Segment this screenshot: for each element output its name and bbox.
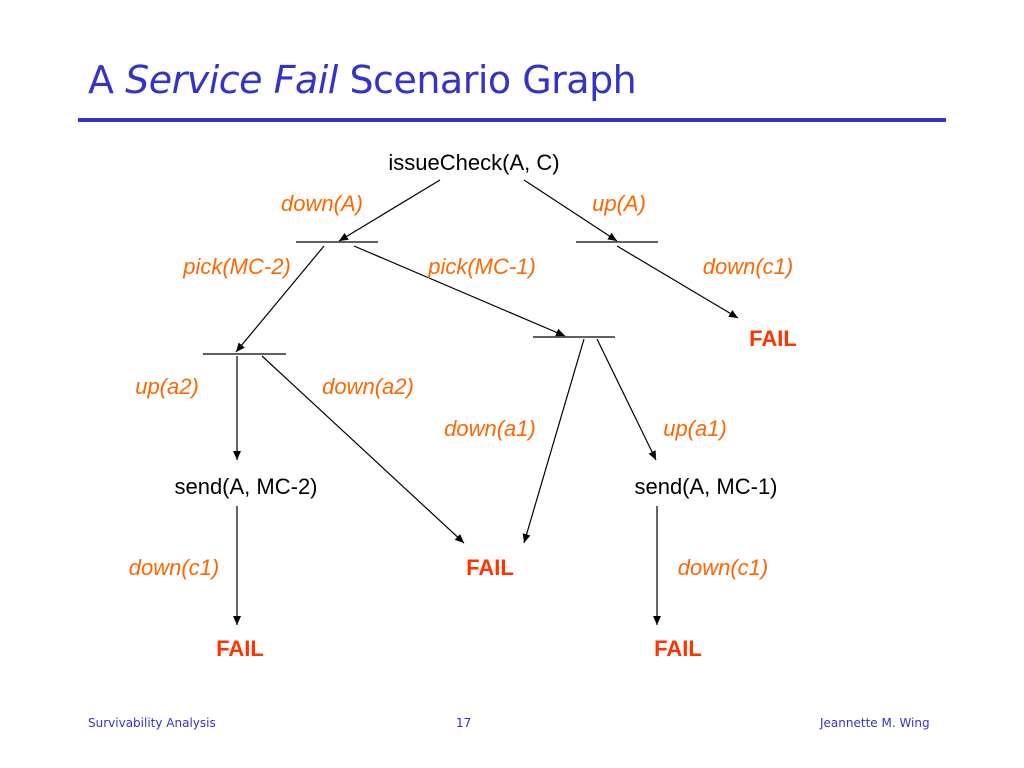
edge-down-a2 xyxy=(261,355,465,544)
edge-down-a1 xyxy=(522,338,585,544)
node-send-mc1: send(A, MC-1) xyxy=(634,474,777,499)
label-up-A: up(A) xyxy=(592,191,646,216)
edge-pick-mc1 xyxy=(353,245,566,337)
node-fail-middle: FAIL xyxy=(466,555,514,580)
label-down-c1-left: down(c1) xyxy=(129,555,219,580)
edge-pick-mc2 xyxy=(235,245,325,353)
footer-page-number: 17 xyxy=(456,716,472,730)
node-fail-left-bottom: FAIL xyxy=(216,636,264,661)
label-up-a2: up(a2) xyxy=(135,374,199,399)
node-fail-right-bottom: FAIL xyxy=(654,636,702,661)
title-rule xyxy=(78,118,946,122)
label-pick-mc2: pick(MC-2) xyxy=(182,254,291,279)
label-up-a1: up(a1) xyxy=(663,416,727,441)
title-italic: Service Fail xyxy=(125,58,338,102)
edge-down-c1-top xyxy=(616,245,739,319)
title-prefix: A xyxy=(88,58,126,102)
node-send-mc2: send(A, MC-2) xyxy=(174,474,317,499)
slide-title: A Service Fail Scenario Graph xyxy=(88,58,637,102)
label-down-A: down(A) xyxy=(281,191,363,216)
footer-right: Jeannette M. Wing xyxy=(820,716,930,730)
label-down-c1-top: down(c1) xyxy=(703,254,793,279)
edge-down-A xyxy=(338,179,441,242)
node-fail-right: FAIL xyxy=(749,326,797,351)
title-suffix: Scenario Graph xyxy=(337,58,637,102)
label-down-a1: down(a1) xyxy=(444,416,536,441)
edge-up-A xyxy=(523,179,618,242)
footer-left: Survivability Analysis xyxy=(88,716,216,730)
node-issue-check: issueCheck(A, C) xyxy=(388,150,559,175)
label-down-c1-right: down(c1) xyxy=(678,555,768,580)
edge-up-a1 xyxy=(596,338,657,461)
label-pick-mc1: pick(MC-1) xyxy=(427,254,536,279)
label-down-a2: down(a2) xyxy=(322,374,414,399)
